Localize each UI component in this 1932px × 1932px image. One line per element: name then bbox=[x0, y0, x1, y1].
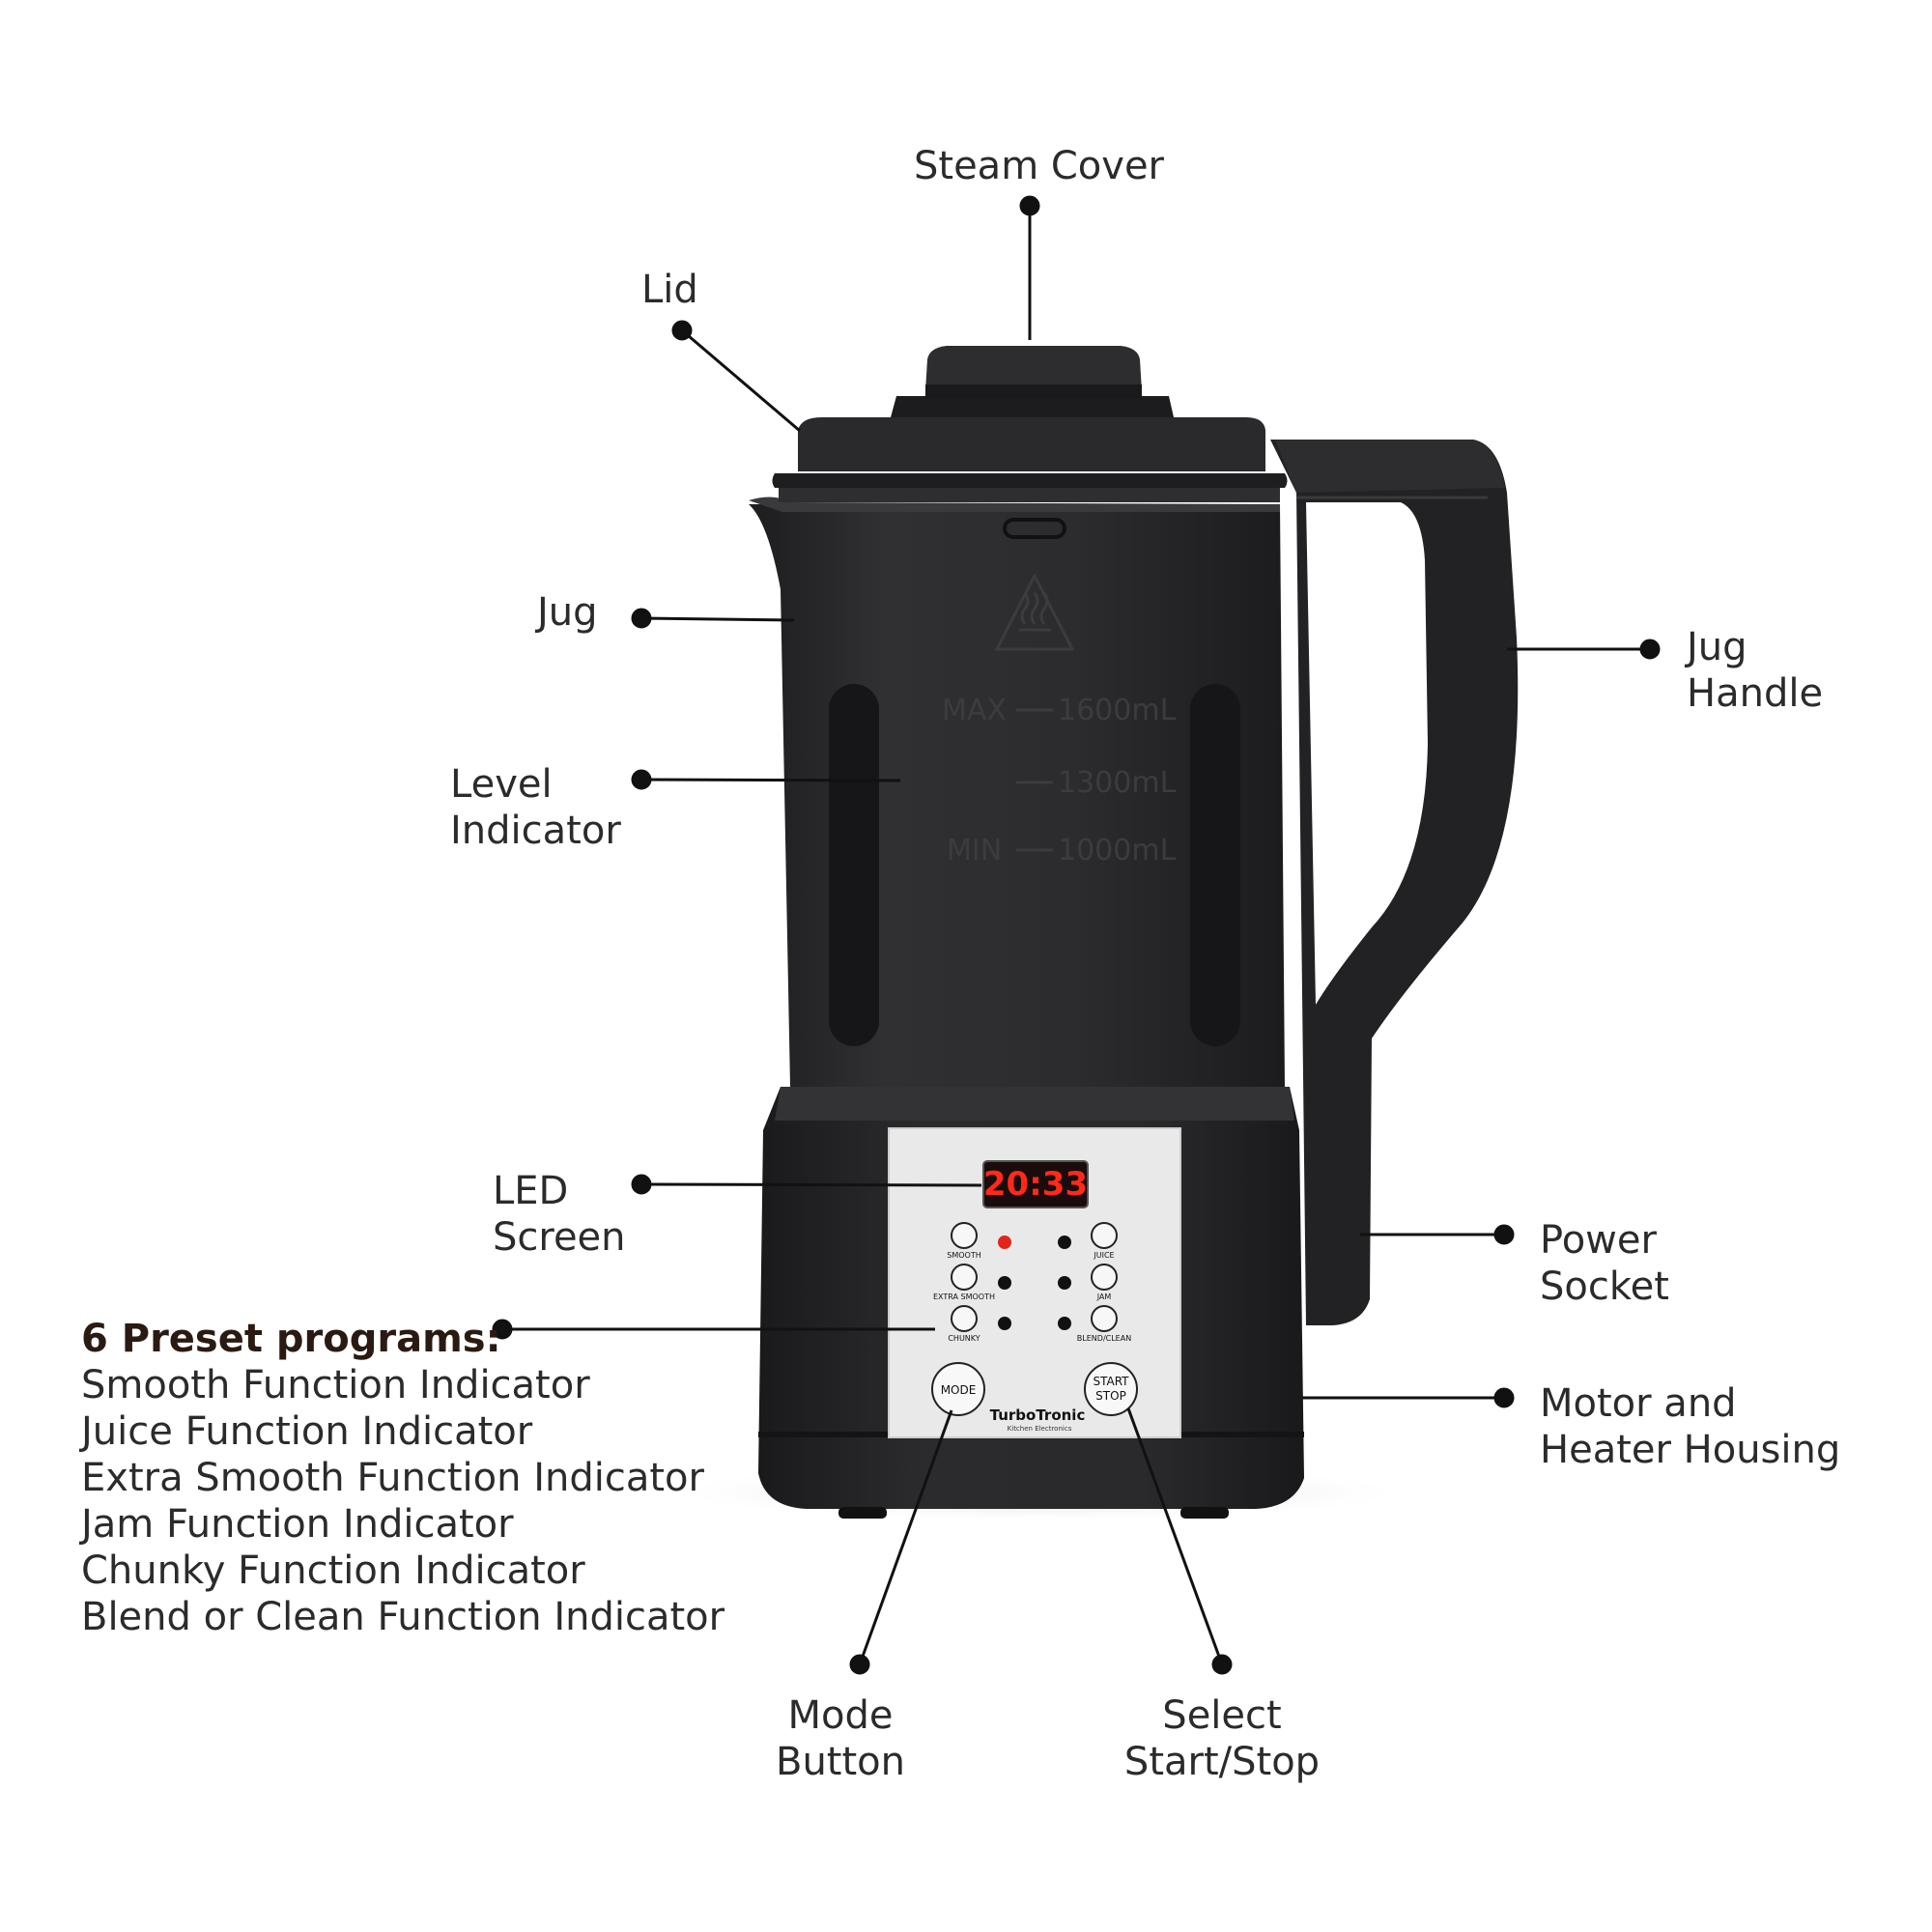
led-display-readout: 20:33 bbox=[983, 1165, 1088, 1204]
label-line: Mode bbox=[787, 1693, 894, 1738]
brand-logo: TurboTronic bbox=[990, 1406, 1086, 1424]
juice-icon bbox=[1091, 1222, 1118, 1249]
control-panel: 20:33 SMOOTH EXTRA SMOOTH CHUNKY JUICE J… bbox=[888, 1127, 1181, 1438]
label-jug: Jug bbox=[537, 590, 598, 635]
program-label: EXTRA SMOOTH bbox=[933, 1293, 995, 1301]
program-label: SMOOTH bbox=[947, 1251, 980, 1260]
extra-smooth-icon bbox=[951, 1264, 978, 1291]
preset-item: Chunky Function Indicator bbox=[81, 1548, 585, 1593]
preset-item: Jam Function Indicator bbox=[81, 1502, 514, 1547]
label-level-indicator: Level Indicator bbox=[450, 761, 621, 854]
program-smooth: SMOOTH bbox=[947, 1222, 1011, 1260]
program-label: BLEND/CLEAN bbox=[1077, 1334, 1131, 1343]
jam-icon bbox=[1091, 1264, 1118, 1291]
leader-lines bbox=[492, 195, 1661, 1675]
label-lid: Lid bbox=[641, 268, 698, 312]
label-line: Handle bbox=[1687, 671, 1824, 716]
jug: MAX 1600mL 1300mL MIN 1000mL bbox=[749, 497, 1285, 1087]
program-label: JAM bbox=[1096, 1293, 1112, 1301]
max-mark: MAX bbox=[942, 694, 1007, 727]
label-line: Power bbox=[1540, 1218, 1657, 1263]
stop-label: STOP bbox=[1095, 1389, 1126, 1403]
label-line: Button bbox=[776, 1740, 905, 1784]
mode-button[interactable]: MODE bbox=[931, 1362, 985, 1416]
label-line: Select bbox=[1162, 1693, 1282, 1738]
preset-item: Blend or Clean Function Indicator bbox=[81, 1595, 725, 1639]
label-power-socket: Power Socket bbox=[1540, 1217, 1669, 1310]
mode-button-label: MODE bbox=[941, 1383, 977, 1397]
preset-item: Juice Function Indicator bbox=[81, 1409, 533, 1454]
label-line: Socket bbox=[1540, 1264, 1669, 1309]
label-jug-handle: Jug Handle bbox=[1687, 624, 1823, 717]
lid bbox=[772, 396, 1288, 502]
label-line: Screen bbox=[493, 1215, 626, 1260]
indicator-extra-smooth bbox=[998, 1276, 1011, 1290]
program-label: JUICE bbox=[1093, 1251, 1114, 1260]
indicator-juice bbox=[1058, 1236, 1071, 1249]
preset-item: Extra Smooth Function Indicator bbox=[81, 1456, 704, 1500]
mark-1000: 1000mL bbox=[1058, 834, 1177, 867]
preset-programs-list: 6 Preset programs: Smooth Function Indic… bbox=[81, 1316, 724, 1640]
hot-surface-warning-icon bbox=[994, 572, 1075, 651]
min-mark: MIN bbox=[947, 834, 1002, 867]
indicator-smooth bbox=[998, 1236, 1011, 1249]
jug-handle bbox=[1270, 440, 1519, 1325]
brand-subtitle: Kitchen Electronics bbox=[1008, 1425, 1072, 1433]
start-label: START bbox=[1093, 1375, 1129, 1388]
steam-cover bbox=[925, 346, 1142, 398]
program-blend-clean: BLEND/CLEAN bbox=[1058, 1305, 1131, 1343]
indicator-blend-clean bbox=[1058, 1317, 1071, 1330]
program-extra-smooth: EXTRA SMOOTH bbox=[933, 1264, 1011, 1301]
label-led-screen: LED Screen bbox=[493, 1168, 626, 1261]
label-line: Heater Housing bbox=[1540, 1428, 1841, 1472]
label-select-start-stop: Select Start/Stop bbox=[1111, 1692, 1333, 1785]
label-line: Jug bbox=[1687, 625, 1747, 669]
mark-1300: 1300mL bbox=[1058, 766, 1177, 800]
indicator-chunky bbox=[998, 1317, 1011, 1330]
indicator-jam bbox=[1058, 1276, 1071, 1290]
label-line: Start/Stop bbox=[1123, 1740, 1321, 1784]
program-label: CHUNKY bbox=[948, 1334, 980, 1343]
program-jam: JAM bbox=[1058, 1264, 1118, 1301]
label-steam-cover: Steam Cover bbox=[914, 144, 1165, 188]
preset-item: Smooth Function Indicator bbox=[81, 1363, 590, 1407]
chunky-icon bbox=[951, 1305, 978, 1332]
level-window-right bbox=[1190, 684, 1240, 1046]
level-window-left bbox=[829, 684, 879, 1046]
label-line: LED bbox=[493, 1169, 569, 1213]
preset-heading: 6 Preset programs: bbox=[81, 1317, 501, 1361]
smooth-icon bbox=[951, 1222, 978, 1249]
label-line: Indicator bbox=[450, 809, 621, 853]
blend-clean-icon bbox=[1091, 1305, 1118, 1332]
level-markings: MAX 1600mL 1300mL MIN 1000mL bbox=[942, 694, 1177, 867]
program-chunky: CHUNKY bbox=[948, 1305, 1011, 1343]
led-screen bbox=[982, 1160, 1089, 1208]
label-motor-housing: Motor and Heater Housing bbox=[1540, 1380, 1840, 1473]
label-line: Motor and bbox=[1540, 1381, 1737, 1426]
program-juice: JUICE bbox=[1058, 1222, 1118, 1260]
vent-slot bbox=[1003, 518, 1066, 539]
label-mode-button: Mode Button bbox=[744, 1692, 937, 1785]
start-stop-button[interactable]: START STOP bbox=[1084, 1362, 1138, 1416]
mark-1600: 1600mL bbox=[1058, 694, 1177, 727]
label-line: Level bbox=[450, 762, 553, 807]
